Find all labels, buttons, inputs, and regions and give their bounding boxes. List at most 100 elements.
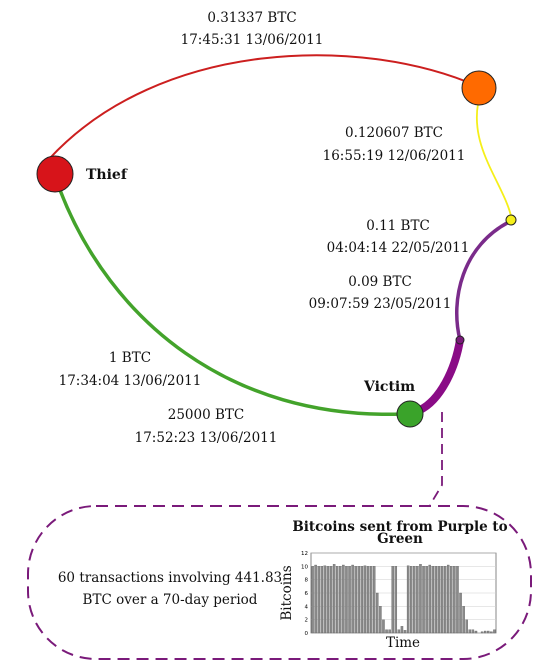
- node-thief-label: Thief: [86, 167, 128, 183]
- chart-bar: [406, 565, 410, 634]
- chart-bar: [462, 606, 465, 634]
- chart-bar: [366, 566, 370, 634]
- chart-ylabel: Bitcoins: [279, 565, 295, 620]
- chart-bar: [468, 629, 472, 634]
- chart-bar: [437, 566, 441, 634]
- chart-bar: [314, 564, 317, 634]
- node-yellow[interactable]: [505, 214, 517, 226]
- chart-bar: [422, 566, 425, 634]
- chart-bar: [317, 566, 320, 634]
- chart-bar: [326, 566, 330, 634]
- chart-xlabel: Time: [386, 635, 420, 651]
- chart-y-tick-label: 2: [305, 618, 309, 624]
- chart-bar: [342, 564, 345, 634]
- chart-bar: [354, 566, 357, 634]
- callout-box: [27, 505, 532, 660]
- callout-text-line2: BTC over a 70-day period: [83, 592, 258, 608]
- chart-bar: [493, 629, 496, 634]
- chart-bar: [369, 566, 373, 634]
- chart-bar: [391, 566, 394, 634]
- chart-bar: [483, 630, 487, 634]
- chart-bar: [345, 566, 348, 634]
- chart-bar: [480, 631, 484, 634]
- inset-chart: Bitcoins sent from Purple to Green 0 2 4 6 8…: [279, 519, 508, 651]
- chart-bar: [397, 629, 401, 634]
- chart-bar: [329, 566, 333, 634]
- chart-bar: [379, 606, 382, 634]
- node-thief[interactable]: [36, 155, 74, 193]
- chart-y-tick-label: 10: [301, 564, 308, 570]
- chart-gridlines: [311, 552, 496, 634]
- chart-bar: [388, 629, 391, 634]
- chart-bar: [409, 566, 413, 634]
- chart-bar: [413, 566, 416, 634]
- node-victim[interactable]: [396, 400, 424, 428]
- edge-orange-yellow: [475, 103, 513, 221]
- chart-bar: [360, 566, 364, 634]
- chart-bar: [465, 619, 468, 634]
- edge-purple-victim-amount: 0.09 BTC: [348, 274, 412, 290]
- chart-bar: [372, 566, 376, 634]
- node-purple-small[interactable]: [455, 335, 465, 345]
- chart-bar: [339, 566, 342, 634]
- chart-bar: [440, 566, 444, 634]
- callout-text-line1: 60 transactions involving 441.83: [58, 570, 282, 586]
- chart-bar: [335, 566, 339, 634]
- chart-bar: [357, 566, 361, 634]
- chart-bar: [323, 565, 327, 634]
- chart-title-line1: Bitcoins sent from Purple to: [292, 519, 507, 535]
- edge-orange-yellow-amount: 0.120607 BTC: [345, 125, 443, 141]
- chart-y-tick-label: 0: [305, 631, 309, 637]
- chart-bar: [434, 566, 438, 634]
- edge-purple-victim: [417, 339, 464, 414]
- chart-bar: [443, 566, 447, 634]
- chart-bar: [400, 626, 404, 634]
- chart-bar: [487, 630, 490, 634]
- chart-bar: [403, 630, 407, 634]
- chart-title-line2: Green: [377, 531, 423, 547]
- chart-bar: [474, 630, 478, 634]
- chart-y-tick-label: 6: [305, 591, 309, 597]
- callout-connector: [429, 412, 443, 506]
- edge-victim-thief-1-amount: 1 BTC: [109, 350, 151, 366]
- chart-bar: [471, 629, 475, 634]
- edge-thief-orange-amount: 0.31337 BTC: [207, 10, 296, 26]
- chart-bar: [351, 564, 354, 634]
- edge-thief-orange-time: 17:45:31 13/06/2011: [181, 32, 324, 48]
- chart-bar: [332, 564, 336, 634]
- edge-thief-victim: [58, 189, 403, 416]
- chart-bar: [456, 566, 459, 634]
- chart-y-tick-label: 12: [301, 551, 308, 557]
- chart-bar: [394, 566, 398, 634]
- chart-bar: [376, 592, 379, 634]
- chart-bar: [425, 566, 428, 634]
- node-victim-label: Victim: [363, 379, 415, 395]
- chart-y-ticks: 0 2 4 6 8 10 12: [301, 551, 309, 637]
- chart-y-tick-label: 8: [305, 578, 309, 584]
- edge-orange-yellow-time: 16:55:19 12/06/2011: [323, 148, 466, 164]
- chart-bar: [363, 565, 367, 634]
- chart-bar: [320, 566, 324, 634]
- chart-bar: [419, 564, 422, 634]
- chart-bar: [348, 566, 351, 634]
- edge-victim-thief-2-time: 17:52:23 13/06/2011: [135, 430, 278, 446]
- chart-bar: [311, 566, 314, 634]
- edge-purple-victim-time: 09:07:59 23/05/2011: [309, 296, 452, 312]
- chart-bar: [416, 566, 419, 634]
- chart-bar: [431, 566, 435, 634]
- edge-thief-orange: [49, 54, 478, 159]
- chart-bar: [490, 631, 493, 634]
- chart-bar: [446, 564, 450, 634]
- node-orange[interactable]: [461, 70, 497, 106]
- chart-bar: [453, 566, 456, 634]
- chart-bar: [450, 566, 453, 634]
- chart-bar: [428, 564, 431, 634]
- edge-yellow-purple: [455, 219, 512, 341]
- chart-bar: [382, 619, 385, 634]
- edge-yellow-purple-amount: 0.11 BTC: [366, 218, 430, 234]
- edge-victim-thief-2-amount: 25000 BTC: [168, 407, 245, 423]
- chart-bar: [385, 629, 388, 634]
- chart-y-tick-label: 4: [305, 604, 309, 610]
- edge-yellow-purple-time: 04:04:14 22/05/2011: [327, 240, 470, 256]
